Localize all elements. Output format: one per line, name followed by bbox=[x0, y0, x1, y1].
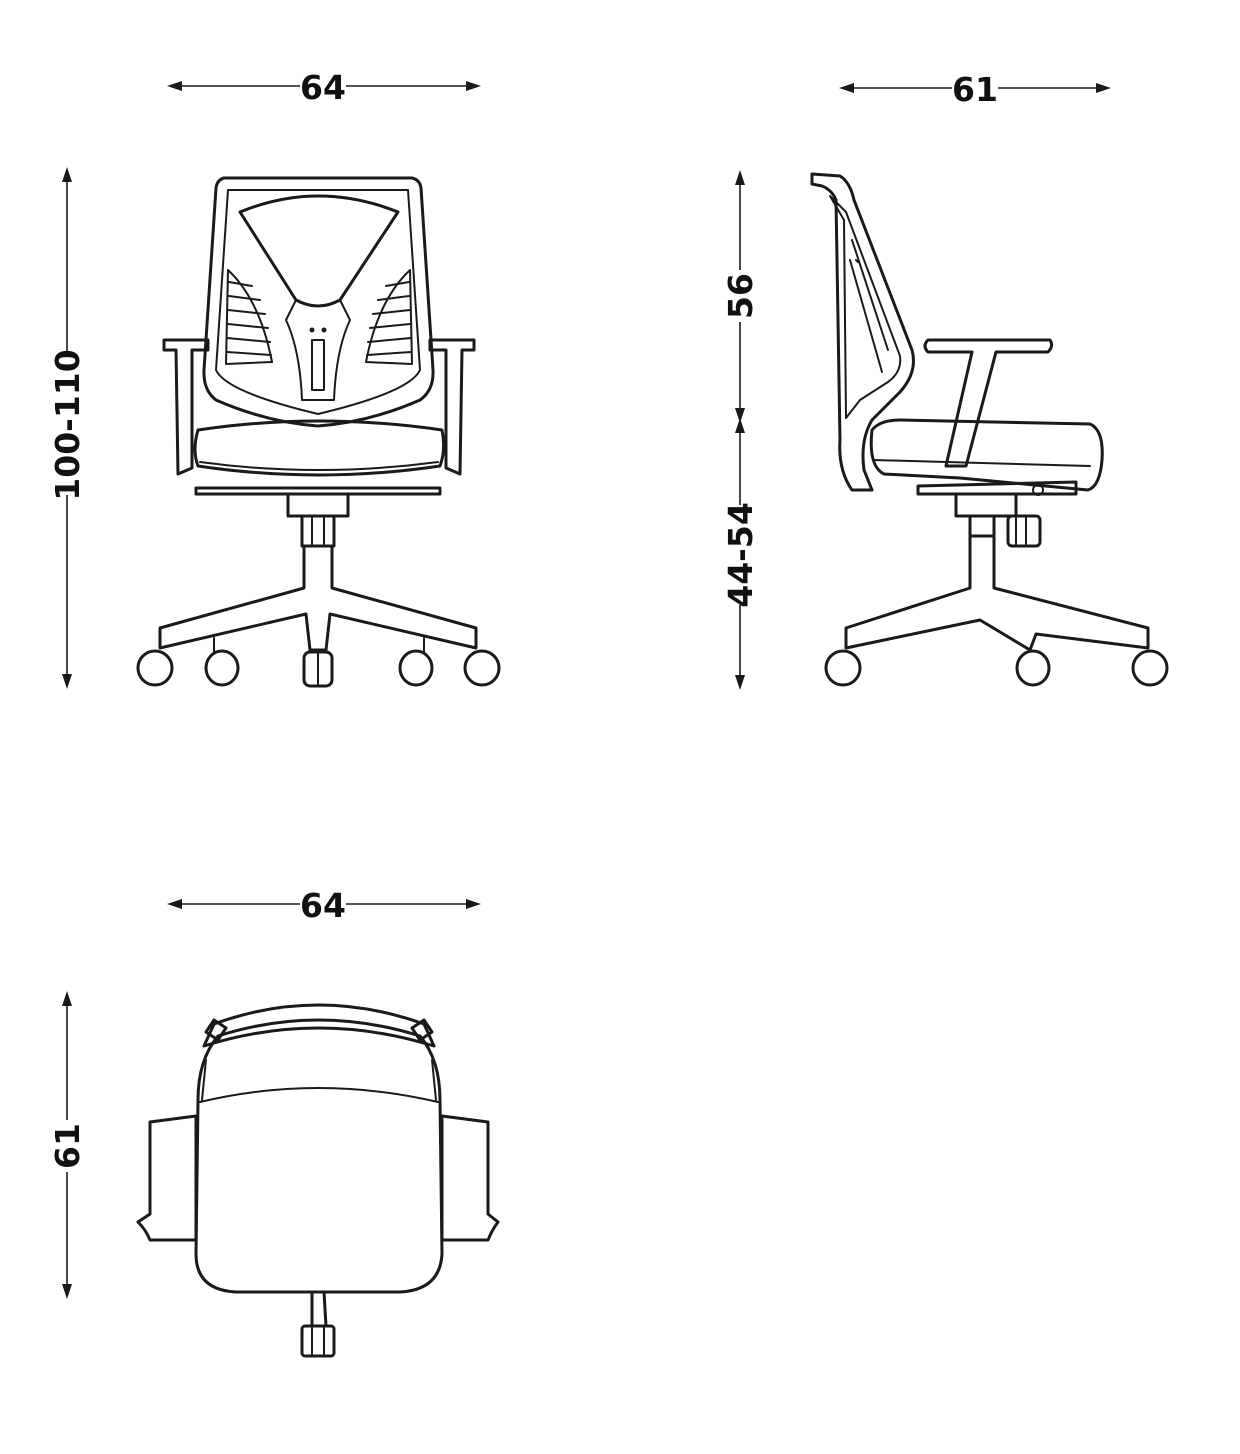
side-armrest bbox=[923, 338, 1054, 468]
front-width-label: 64 bbox=[300, 68, 346, 107]
top-view: 64 61 bbox=[48, 884, 500, 1358]
front-backrest bbox=[202, 176, 435, 428]
top-armrests bbox=[136, 1114, 500, 1242]
side-depth-label: 61 bbox=[952, 70, 998, 109]
front-height-label: 100-110 bbox=[48, 349, 87, 500]
front-right-mesh-lines bbox=[366, 281, 412, 356]
side-view: 61 56 44-54 bbox=[721, 68, 1169, 690]
front-height-dimension: 100-110 bbox=[48, 167, 88, 689]
side-mechanism bbox=[916, 480, 1078, 548]
top-width-dimension: 64 bbox=[167, 884, 481, 925]
front-left-mesh-lines bbox=[226, 281, 272, 356]
top-depth-dimension: 61 bbox=[48, 991, 88, 1299]
side-seat bbox=[869, 418, 1104, 492]
side-depth-dimension: 61 bbox=[839, 68, 1111, 109]
side-back-height-label: 56 bbox=[721, 273, 760, 319]
side-base bbox=[844, 534, 1150, 652]
side-seat-height-label: 44-54 bbox=[721, 502, 760, 608]
front-casters bbox=[136, 649, 501, 688]
top-seat bbox=[194, 1018, 444, 1294]
top-lever bbox=[300, 1290, 336, 1358]
front-seat bbox=[193, 419, 446, 548]
front-armrests bbox=[162, 338, 476, 476]
front-view: 64 100-110 bbox=[48, 66, 501, 689]
side-back-height-dimension: 56 bbox=[721, 170, 760, 423]
side-backrest bbox=[810, 172, 915, 492]
top-width-label: 64 bbox=[300, 886, 346, 925]
side-casters bbox=[824, 649, 1169, 687]
front-base bbox=[158, 544, 478, 653]
top-backrest bbox=[202, 1003, 436, 1048]
top-depth-label: 61 bbox=[48, 1123, 87, 1169]
side-seat-height-dimension: 44-54 bbox=[721, 418, 760, 690]
front-width-dimension: 64 bbox=[167, 66, 481, 107]
